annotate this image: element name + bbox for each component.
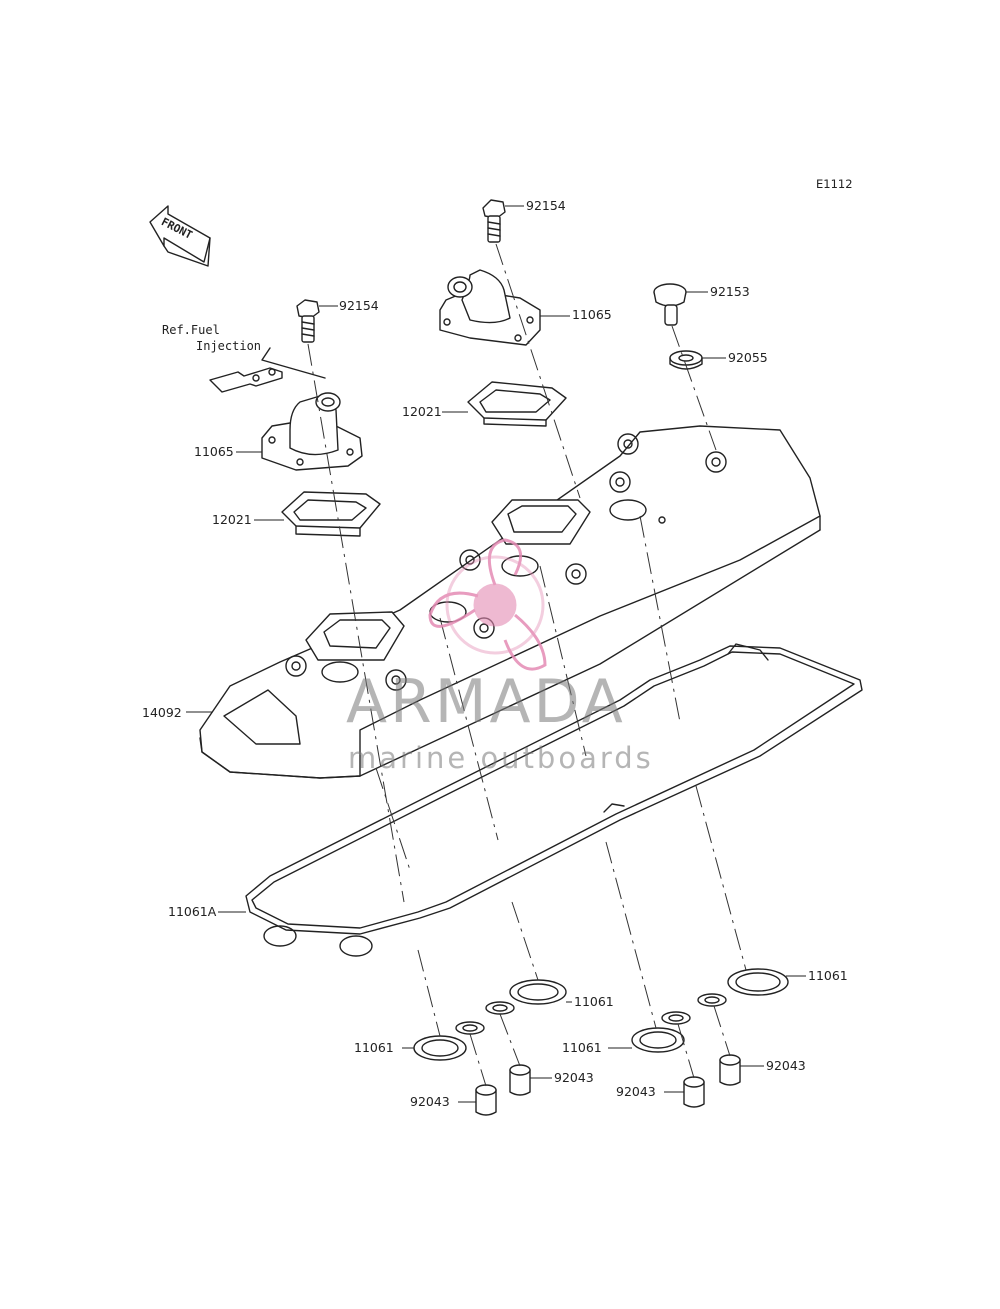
plug-seal [485,979,567,1015]
plug-seal [697,968,789,1007]
part-label[interactable]: 11065 [572,307,612,322]
part-label[interactable]: 92154 [339,298,379,313]
plate-left [281,491,381,537]
part-label[interactable]: 11061 [354,1040,394,1055]
watermark-brand: ARMADA [346,667,626,737]
part-label[interactable]: 92043 [766,1058,806,1073]
cover-gasket [245,643,863,957]
part-label[interactable]: 11061 [808,968,848,983]
armada-logo [428,538,547,671]
assembly-lines [307,243,747,1087]
collar [475,1084,497,1116]
part-label[interactable]: 11065 [194,444,234,459]
fuel-injection-bracket [209,347,326,393]
part-label[interactable]: 92043 [554,1070,594,1085]
watermark-tagline: marine outboards [348,741,654,775]
collar [719,1054,741,1086]
leader-lines [186,205,806,1103]
part-label[interactable]: 14092 [142,705,182,720]
part-label[interactable]: 12021 [212,512,252,527]
part-label[interactable]: 11061 [574,994,614,1009]
plug-seal [413,1021,485,1061]
breather-cap-left [261,392,363,471]
ref-note-line2: Injection [196,339,262,353]
plate-top [467,381,567,427]
front-arrow-icon [149,205,211,267]
breather-cap-top [439,269,541,346]
part-label[interactable]: 11061 [562,1040,602,1055]
part-label[interactable]: 92153 [710,284,750,299]
screw-icon [653,283,687,326]
ref-note-line1: Ref.Fuel [162,323,220,337]
part-label[interactable]: 12021 [402,404,442,419]
collar [509,1064,531,1096]
part-label[interactable]: 92043 [410,1094,450,1109]
part-label[interactable]: 92055 [728,350,768,365]
plug-seal [631,1011,691,1053]
collar [683,1076,705,1108]
part-label[interactable]: 92043 [616,1084,656,1099]
bolt-icon [482,199,506,243]
diagram-code: E1112 [816,177,853,191]
part-label[interactable]: 92154 [526,198,566,213]
bolt-icon [296,299,320,343]
part-label[interactable]: 11061A [168,904,217,919]
